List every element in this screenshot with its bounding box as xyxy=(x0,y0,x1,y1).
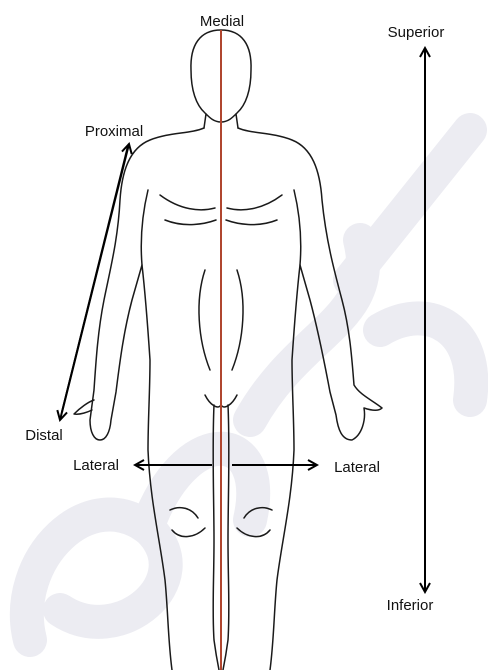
label-distal: Distal xyxy=(25,427,63,444)
pectoral-right xyxy=(227,195,282,210)
pectoral-left xyxy=(160,195,215,210)
label-superior: Superior xyxy=(388,24,445,41)
inner-arm-left xyxy=(141,190,148,265)
inner-arm-right xyxy=(294,190,301,265)
label-lateral-right: Lateral xyxy=(334,459,380,476)
watermark xyxy=(27,130,471,640)
label-inferior: Inferior xyxy=(387,597,434,614)
label-medial: Medial xyxy=(200,13,244,30)
label-lateral-left: Lateral xyxy=(73,457,119,474)
knee-left xyxy=(170,508,205,537)
label-proximal: Proximal xyxy=(85,123,143,140)
